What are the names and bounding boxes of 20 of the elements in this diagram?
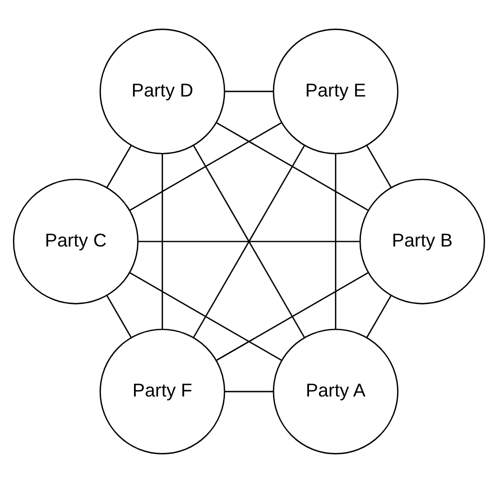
connector: [106, 294, 132, 338]
connector: [334, 154, 336, 329]
connector: [216, 122, 369, 210]
node-circle: Party B: [359, 178, 486, 304]
connector: [162, 153, 164, 328]
node-circle: Party E: [272, 28, 398, 154]
connector: [193, 144, 306, 338]
node-circle: Party D: [100, 28, 226, 154]
connector: [138, 240, 360, 242]
node-circle: Party C: [12, 178, 139, 304]
connector: [106, 144, 132, 188]
node-circle: Party A: [272, 328, 398, 454]
node-circle: Party F: [100, 328, 226, 454]
connector: [366, 294, 392, 338]
connector: [224, 390, 274, 392]
connector: [366, 144, 392, 188]
connector: [224, 90, 274, 92]
connector: [129, 122, 282, 210]
connector: [216, 272, 369, 360]
connector: [130, 272, 282, 361]
